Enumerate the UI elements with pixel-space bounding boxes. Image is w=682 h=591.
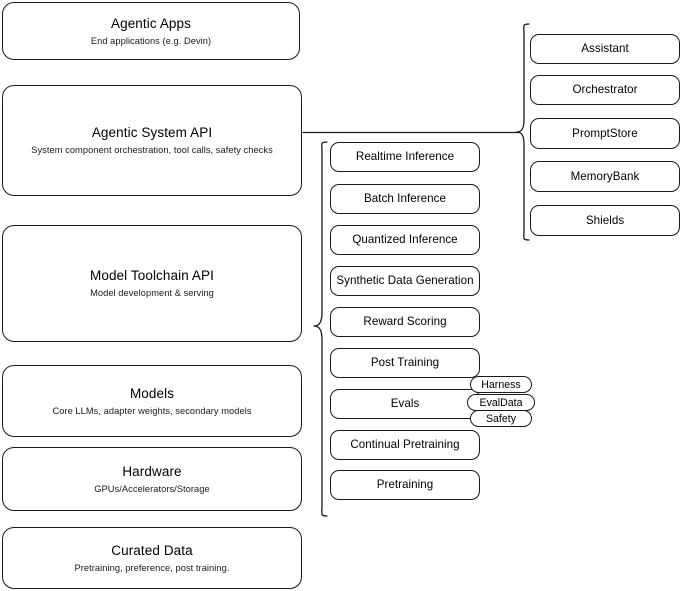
component-label: Reward Scoring: [363, 315, 447, 328]
component-quantized-inference[interactable]: Quantized Inference: [330, 225, 480, 255]
component-label: MemoryBank: [570, 169, 640, 183]
component-label: Post Training: [370, 356, 440, 369]
component-label: Shields: [585, 213, 625, 227]
subcomponent-harness[interactable]: Harness: [470, 376, 532, 393]
layer-subtitle: System component orchestration, tool cal…: [31, 145, 273, 155]
layer-title: Model Toolchain API: [90, 268, 214, 283]
layer-subtitle: Core LLMs, adapter weights, secondary mo…: [52, 405, 252, 416]
subcomponent-label: Harness: [481, 378, 521, 391]
component-pretraining[interactable]: Pretraining: [330, 470, 480, 500]
layer-hardware[interactable]: Hardware GPUs/Accelerators/Storage: [2, 447, 302, 511]
subcomponent-label: Safety: [485, 412, 517, 425]
layer-subtitle: Pretraining, preference, post training.: [74, 562, 230, 573]
component-label: Pretraining: [376, 478, 434, 491]
layer-agentic-apps[interactable]: Agentic Apps End applications (e.g. Devi…: [2, 2, 300, 60]
layer-subtitle: GPUs/Accelerators/Storage: [94, 483, 210, 494]
component-label: Evals: [390, 397, 420, 410]
layer-model-toolchain-api[interactable]: Model Toolchain API Model development & …: [2, 225, 302, 342]
layer-title: Agentic Apps: [110, 15, 191, 31]
component-shields[interactable]: Shields: [530, 205, 680, 236]
component-orchestrator[interactable]: Orchestrator: [530, 75, 680, 105]
layer-title: Curated Data: [111, 542, 193, 558]
subcomponent-safety[interactable]: Safety: [470, 410, 532, 427]
layer-title: Models: [129, 385, 175, 401]
component-label: Orchestrator: [572, 83, 638, 96]
connector-system-api-to-components: [302, 131, 520, 134]
component-post-training[interactable]: Post Training: [330, 348, 480, 378]
component-continual-pretraining[interactable]: Continual Pretraining: [330, 430, 480, 460]
layer-models[interactable]: Models Core LLMs, adapter weights, secon…: [2, 365, 302, 437]
component-label: Assistant: [581, 42, 629, 55]
subcomponent-label: EvalData: [479, 396, 523, 409]
component-label: Synthetic Data Generation: [336, 274, 474, 287]
layer-subtitle: End applications (e.g. Devin): [90, 35, 212, 46]
component-assistant[interactable]: Assistant: [530, 34, 680, 64]
component-synthetic-data-generation[interactable]: Synthetic Data Generation: [330, 266, 480, 296]
component-label: Batch Inference: [364, 192, 446, 205]
component-promptstore[interactable]: PromptStore: [530, 118, 680, 149]
brace-toolchain-components: [313, 141, 328, 517]
component-memorybank[interactable]: MemoryBank: [530, 161, 680, 192]
layer-subtitle: Model development & serving: [90, 288, 214, 298]
component-reward-scoring[interactable]: Reward Scoring: [330, 307, 480, 337]
component-label: PromptStore: [572, 126, 638, 140]
component-evals[interactable]: Evals: [330, 389, 480, 419]
layer-title: Agentic System API: [91, 125, 213, 140]
component-label: Continual Pretraining: [350, 438, 460, 451]
component-label: Quantized Inference: [352, 233, 458, 246]
layer-curated-data[interactable]: Curated Data Pretraining, preference, po…: [2, 527, 302, 589]
layer-agentic-system-api[interactable]: Agentic System API System component orch…: [2, 85, 302, 196]
brace-system-components: [516, 23, 530, 241]
subcomponent-evaldata[interactable]: EvalData: [467, 394, 535, 411]
component-realtime-inference[interactable]: Realtime Inference: [330, 142, 480, 172]
component-batch-inference[interactable]: Batch Inference: [330, 184, 480, 214]
layer-title: Hardware: [122, 463, 182, 479]
component-label: Realtime Inference: [355, 150, 455, 163]
